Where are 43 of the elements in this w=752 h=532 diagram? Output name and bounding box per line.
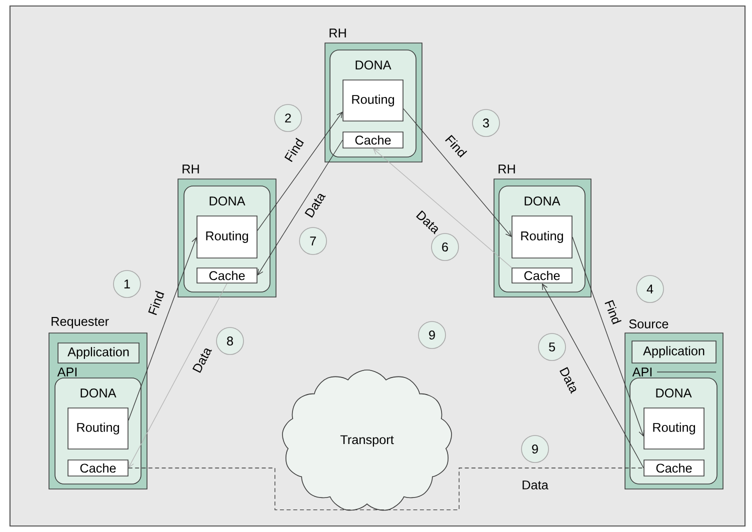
application-box: Application bbox=[58, 342, 140, 364]
step-number: 9 bbox=[418, 321, 446, 349]
host-label: Source bbox=[629, 319, 668, 328]
cache-box: Cache bbox=[196, 268, 258, 284]
host-label: RH bbox=[498, 164, 515, 174]
routing-box: Routing bbox=[196, 216, 258, 258]
step-number: 1 bbox=[113, 270, 141, 298]
host-label: RH bbox=[182, 164, 199, 174]
edge-label: Data bbox=[190, 344, 214, 376]
dona-label: DONA bbox=[80, 388, 116, 398]
dona-label: DONA bbox=[356, 60, 392, 70]
dona-label: DONA bbox=[524, 196, 560, 206]
routing-box: Routing bbox=[342, 80, 404, 122]
host-label: RH bbox=[330, 28, 346, 38]
arrow bbox=[257, 140, 343, 276]
cache-box: Cache bbox=[644, 460, 704, 476]
arrow bbox=[542, 283, 644, 468]
cache-box: Cache bbox=[342, 132, 404, 148]
host-label: Requester bbox=[52, 317, 109, 328]
cache-box: Cache bbox=[68, 460, 128, 476]
cache-box: Cache bbox=[512, 268, 572, 284]
arrow bbox=[403, 108, 512, 237]
edge-label: Find bbox=[146, 288, 166, 318]
step-number: 8 bbox=[216, 327, 244, 355]
cloud: Transport bbox=[282, 370, 452, 511]
routing-box: Routing bbox=[644, 408, 704, 450]
dona-label: DONA bbox=[210, 196, 246, 206]
dona-label: DONA bbox=[656, 388, 692, 398]
step-number: 9 bbox=[521, 435, 549, 463]
routing-box: Routing bbox=[512, 216, 572, 258]
edge-label: Data bbox=[557, 364, 581, 396]
step-number: 6 bbox=[431, 233, 459, 261]
dashed-line bbox=[128, 468, 644, 510]
step-number: 5 bbox=[538, 333, 566, 361]
step-number: 7 bbox=[299, 227, 327, 255]
routing-box: Routing bbox=[68, 408, 128, 450]
step-number: 4 bbox=[636, 275, 664, 303]
step-number: 2 bbox=[274, 104, 302, 132]
step-number: 3 bbox=[472, 109, 500, 137]
api-label: API bbox=[57, 368, 76, 376]
edge-label: Find bbox=[602, 297, 624, 327]
api-label: API bbox=[632, 368, 652, 376]
application-box: Application bbox=[632, 340, 716, 364]
